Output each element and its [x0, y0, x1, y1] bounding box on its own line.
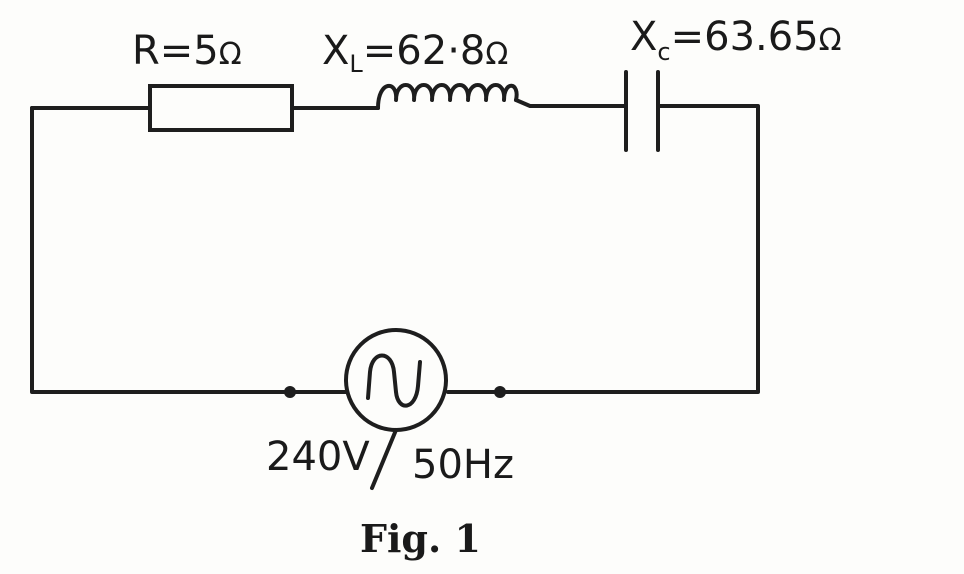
sine-wave-icon: [366, 353, 422, 408]
figure-caption: Fig. 1: [360, 516, 481, 561]
inductor-label: XL=62·8Ω: [322, 28, 508, 78]
wire-inductor-capacitor: [514, 98, 628, 108]
source-voltage-label: 240V: [266, 434, 370, 480]
wire-right-side: [498, 104, 760, 394]
circuit-wires: [30, 98, 760, 394]
source-frequency-label: 50Hz: [412, 442, 514, 488]
resistor-label: R=5Ω: [132, 28, 242, 74]
ac-source: [284, 328, 506, 490]
inductor-coil-icon: [376, 83, 519, 110]
terminal-left: [284, 386, 296, 398]
resistor-symbol: [148, 84, 294, 132]
wire-left-side: [30, 106, 292, 394]
slash-separator: [370, 428, 398, 490]
capacitor-label: Xc=63.65Ω: [630, 14, 842, 66]
terminal-right: [494, 386, 506, 398]
